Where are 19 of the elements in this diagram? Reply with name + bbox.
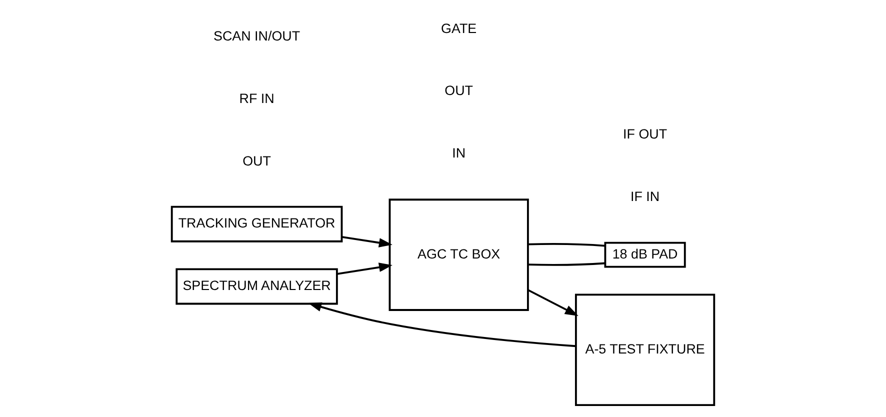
arrow	[308, 302, 576, 348]
label: RF IN	[239, 90, 274, 106]
label: OUT	[242, 153, 271, 168]
arrow	[528, 289, 578, 316]
node-box: A-5 TEST FIXTURE	[574, 294, 716, 406]
node-box: AGC TC BOX	[388, 198, 529, 311]
label: SCAN IN/OUT	[214, 28, 300, 44]
node-box: 18 dB PAD	[604, 242, 686, 268]
label: IF OUT	[623, 126, 668, 142]
label: GATE	[441, 20, 477, 36]
label: IF IN	[630, 188, 660, 204]
node-box: SPECTRUM ANALYZER	[176, 268, 338, 305]
arrow	[336, 262, 392, 275]
node-box: TRACKING GENERATOR	[170, 206, 343, 242]
connector	[528, 262, 606, 266]
connector	[528, 243, 606, 247]
arrow	[342, 236, 392, 248]
label: OUT	[444, 83, 474, 98]
label: IN	[452, 146, 466, 161]
